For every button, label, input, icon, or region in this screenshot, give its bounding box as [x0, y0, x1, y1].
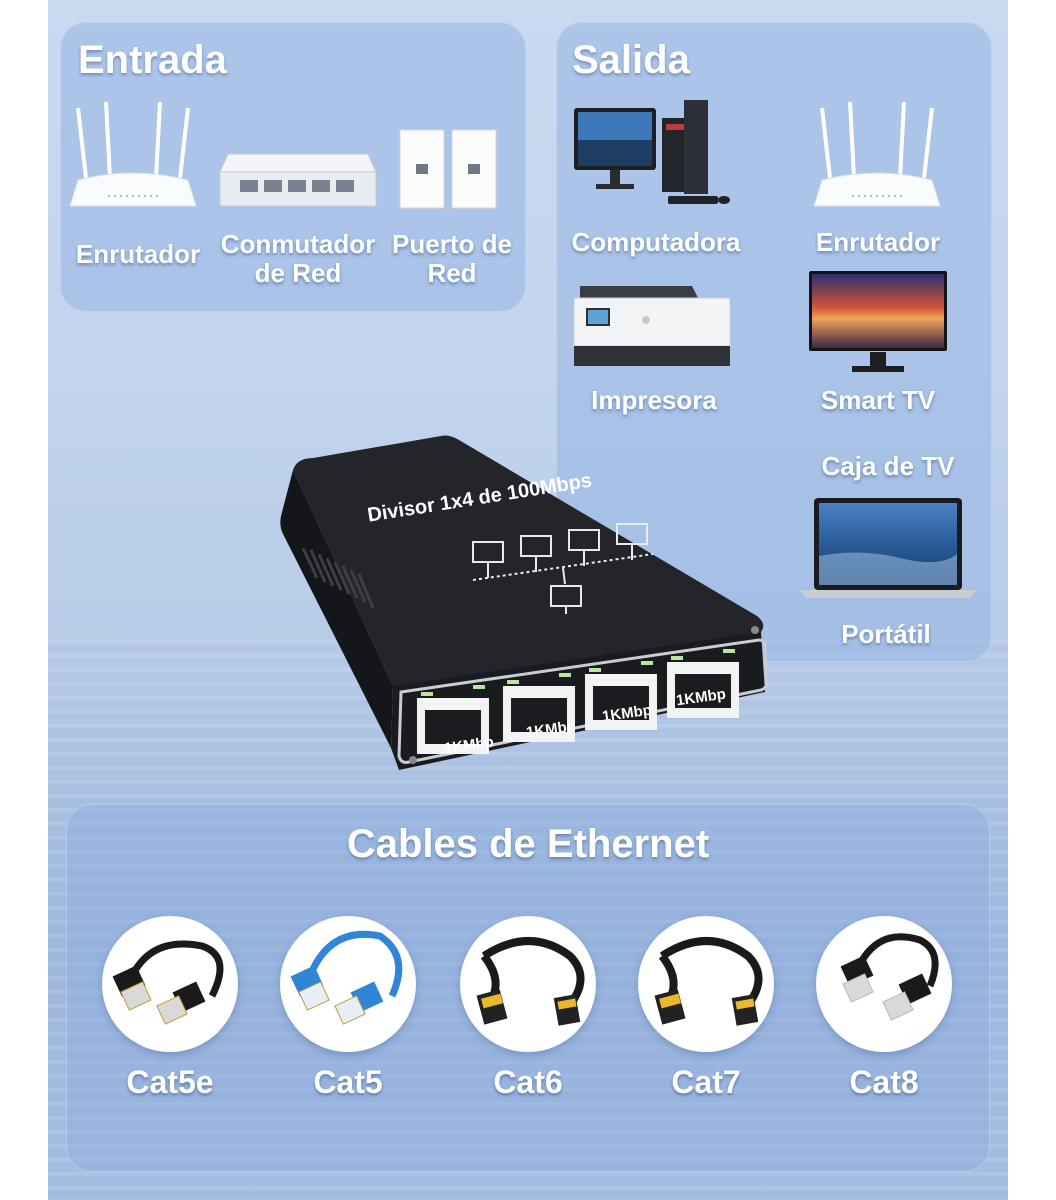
cable-image-cat6 — [460, 916, 596, 1052]
cable-label: Cat8 — [849, 1064, 919, 1100]
input-item-label: Enrutador — [75, 239, 201, 269]
output-item-label: Smart TV — [820, 385, 936, 415]
output-title: Salida — [572, 38, 690, 82]
output-item-label: Portátil — [841, 619, 931, 649]
input-title: Entrada — [78, 38, 227, 82]
cable-image-cat8 — [816, 916, 952, 1052]
input-item-label: Conmutador de Red — [220, 229, 376, 288]
product-image: Entrada Enrutador Conmutador de Red Puer… — [48, 0, 1008, 1200]
cable-label: Cat5e — [126, 1064, 214, 1100]
output-item-label: Caja de TV — [821, 451, 955, 481]
cable-label: Cat7 — [671, 1064, 741, 1100]
cable-image-cat5 — [280, 916, 416, 1052]
cable-label: Cat5 — [313, 1064, 383, 1100]
output-item-label: Enrutador — [815, 227, 941, 257]
cable-image-cat5e — [102, 916, 238, 1052]
wall-port-icon — [399, 129, 497, 209]
ethernet-splitter-device — [280, 435, 769, 770]
output-item-label: Computadora — [571, 227, 741, 257]
router-icon — [69, 101, 197, 207]
input-item-label: Puerto de Red — [392, 229, 512, 288]
smart-tv-icon — [809, 271, 947, 372]
router-icon — [813, 101, 941, 207]
network-switch-icon — [219, 153, 377, 207]
output-item-label: Impresora — [591, 385, 717, 415]
cable-label: Cat6 — [493, 1064, 563, 1100]
laptop-icon — [800, 498, 976, 598]
cable-image-cat7 — [638, 916, 774, 1052]
desktop-computer-icon — [574, 100, 730, 204]
cables-title: Cables de Ethernet — [346, 822, 710, 866]
printer-icon — [573, 286, 731, 366]
